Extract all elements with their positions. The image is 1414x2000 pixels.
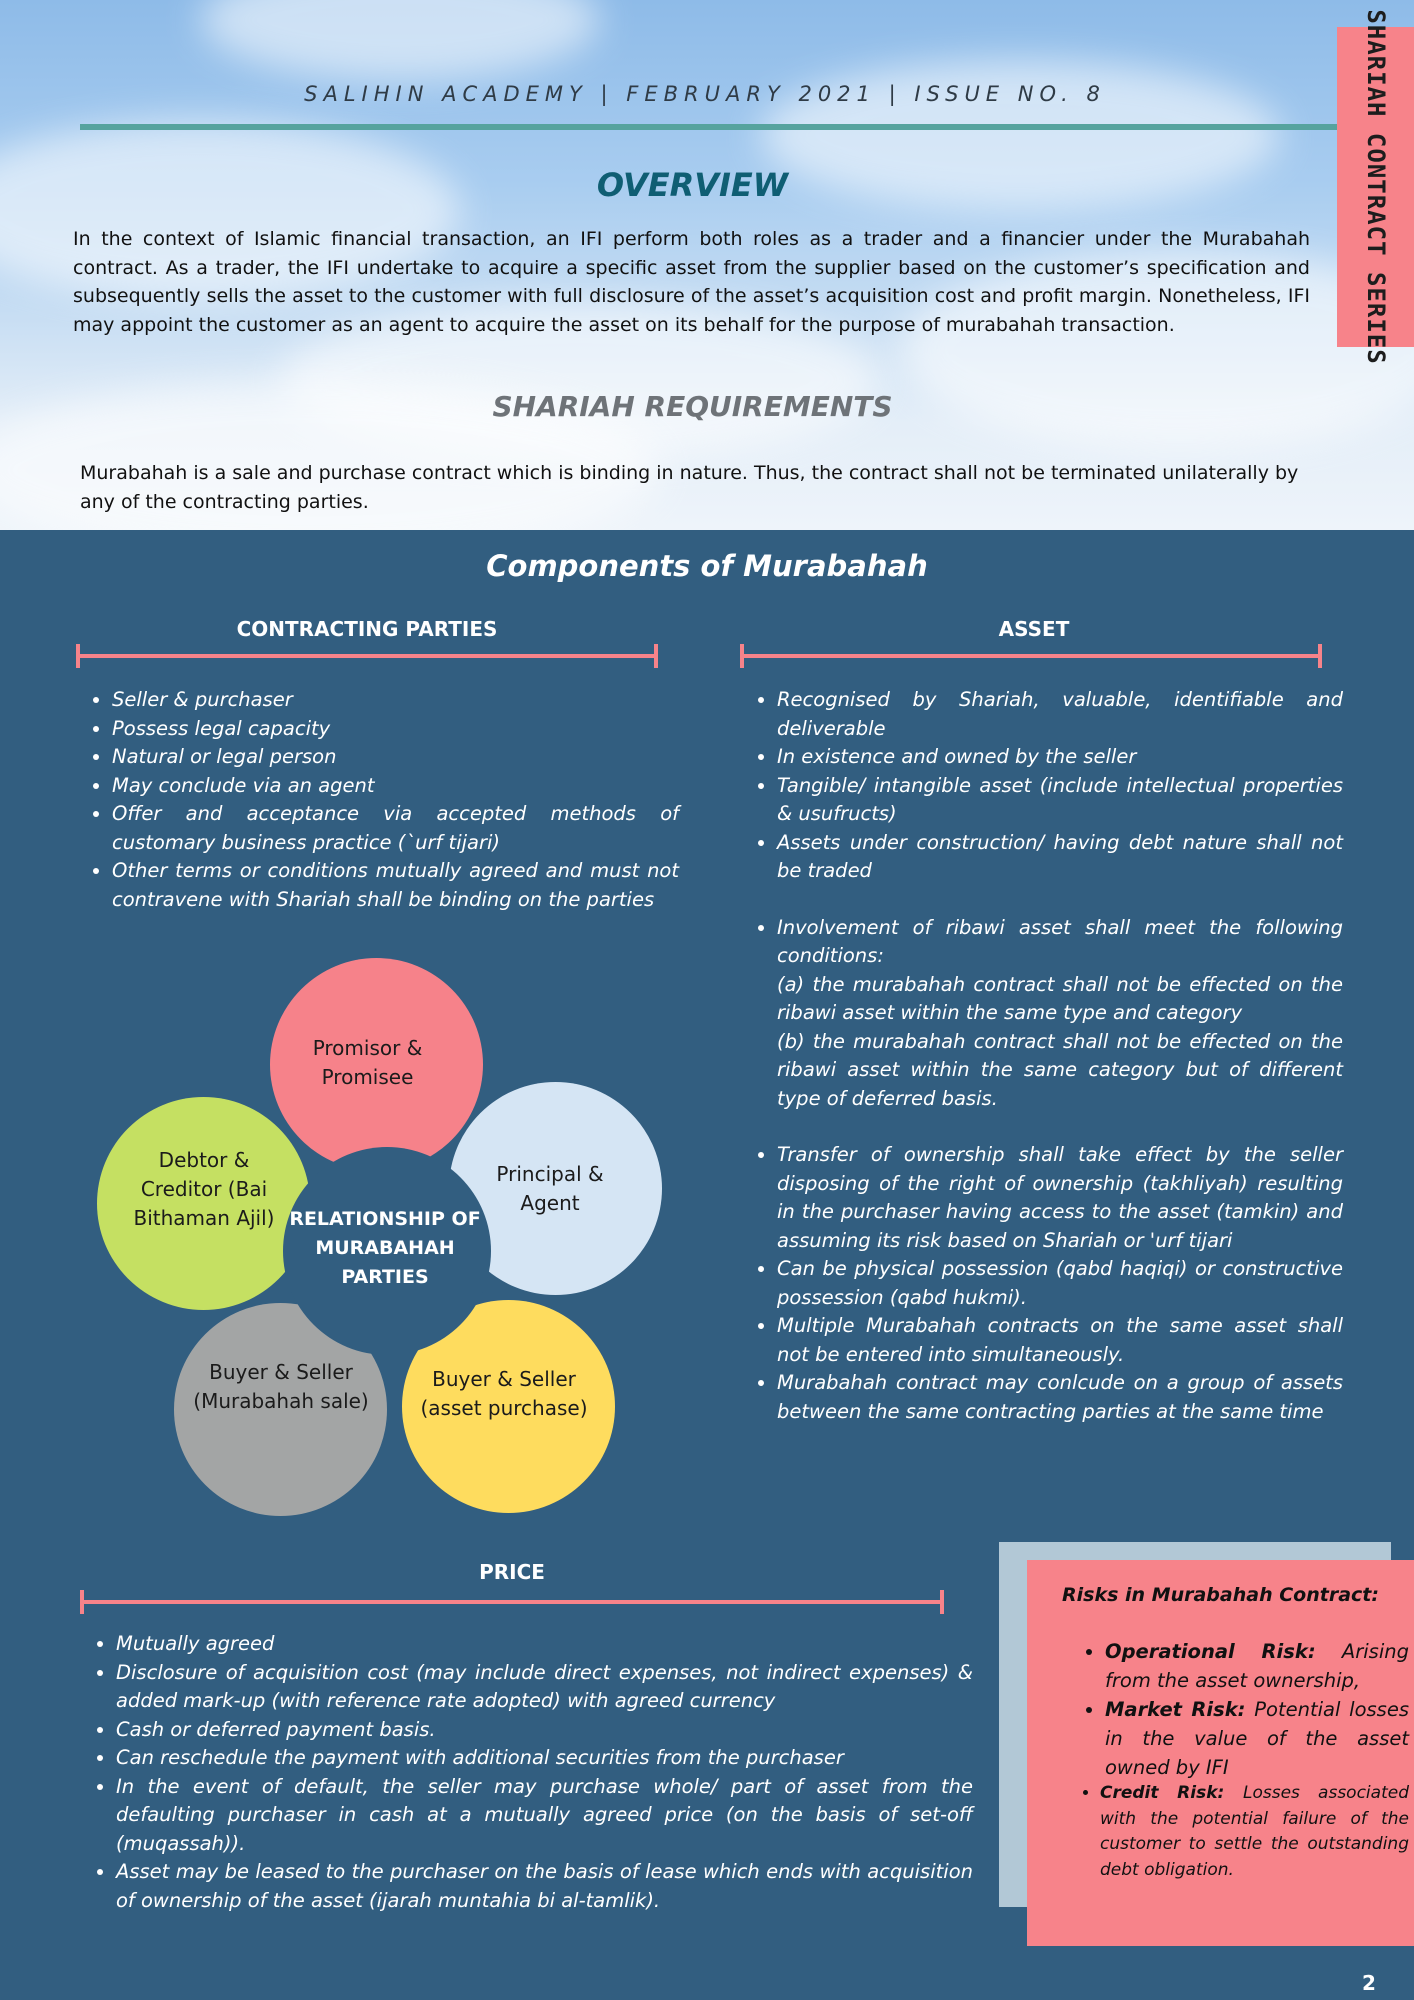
issue-line: SALIHIN ACADEMY | FEBRUARY 2021 | ISSUE … <box>304 82 1106 106</box>
list-item: Assets under construction/ having debt n… <box>777 829 1343 886</box>
ribawi-condition-b: (b) the murabahah contract shall not be … <box>777 1029 1343 1110</box>
list-item: Can be physical possession (qabd haqiqi)… <box>777 1255 1343 1312</box>
list-item: In existence and owned by the seller <box>777 743 1343 772</box>
relationship-center <box>283 1147 491 1355</box>
overview-title: OVERVIEW <box>596 166 789 204</box>
risk-text: Arising from the asset ownership, <box>1105 1640 1409 1692</box>
list-item: Transfer of ownership shall take effect … <box>777 1141 1343 1255</box>
risks-list-credit: Credit Risk: Losses associated with the … <box>1070 1781 1409 1883</box>
risk-text: Losses associated with the potential fai… <box>1100 1783 1409 1880</box>
asset-list: Recognised by Shariah, valuable, identif… <box>746 686 1343 1426</box>
list-item: In the event of default, the seller may … <box>116 1773 973 1859</box>
list-item: Natural or legal person <box>112 743 679 772</box>
price-title: PRICE <box>479 1560 545 1584</box>
components-title: Components of Murabahah <box>486 549 928 583</box>
price-list: Mutually agreed Disclosure of acquisitio… <box>85 1630 973 1915</box>
contracting-parties-title: CONTRACTING PARTIES <box>236 617 498 641</box>
ribawi-intro: Involvement of ribawi asset shall meet t… <box>777 915 1343 968</box>
risk-text: Potential losses in the value of the ass… <box>1105 1698 1409 1779</box>
promisor-petal <box>270 958 483 1171</box>
risk-label: Market Risk: <box>1105 1698 1246 1721</box>
list-item: Recognised by Shariah, valuable, identif… <box>777 686 1343 743</box>
sky-background <box>0 0 1414 530</box>
series-tab: SHARIAH CONTRACT SERIES <box>1337 9 1414 365</box>
ribawi-condition-a: (a) the murabahah contract shall not be … <box>777 972 1343 1025</box>
list-item: Can reschedule the payment with addition… <box>116 1744 973 1773</box>
list-item: Possess legal capacity <box>112 715 679 744</box>
list-item: Disclosure of acquisition cost (may incl… <box>116 1659 973 1716</box>
list-item: Cash or deferred payment basis. <box>116 1716 973 1745</box>
contracting-parties-bar <box>76 644 658 668</box>
header-divider <box>80 124 1340 130</box>
list-item: Seller & purchaser <box>112 686 679 715</box>
asset-bar <box>740 644 1322 668</box>
risk-label: Credit Risk: <box>1100 1783 1243 1803</box>
list-item: Other terms or conditions mutually agree… <box>112 857 679 914</box>
risks-list: Operational Risk: Arising from the asset… <box>1075 1637 1409 1782</box>
list-item: Asset may be leased to the purchaser on … <box>116 1858 973 1915</box>
overview-text: In the context of Islamic financial tran… <box>73 228 1310 336</box>
shariah-requirements-text: Murabahah is a sale and purchase contrac… <box>80 462 1299 513</box>
risk-item-credit: Credit Risk: Losses associated with the … <box>1100 1781 1409 1883</box>
relationship-center-label: RELATIONSHIP OF MURABAHAH PARTIES <box>289 1208 481 1288</box>
list-item: May conclude via an agent <box>112 772 679 801</box>
buyer-murabahah-label: Buyer & Seller (Murabahah sale) <box>193 1360 369 1413</box>
page-number: 2 <box>1362 1971 1376 1995</box>
asset-title: ASSET <box>998 617 1070 641</box>
list-item: Murabahah contract may conlcude on a gro… <box>777 1369 1343 1426</box>
debtor-label: Debtor & Creditor (Bai Bithaman Ajil) <box>133 1148 275 1230</box>
buyer-asset-label: Buyer & Seller (asset purchase) <box>420 1367 588 1420</box>
list-item: Offer and acceptance via accepted method… <box>112 800 679 857</box>
risks-title: Risks in Murabahah Contract: <box>1062 1584 1379 1606</box>
contracting-parties-list: Seller & purchaser Possess legal capacit… <box>81 686 679 914</box>
list-item: Tangible/ intangible asset (include inte… <box>777 772 1343 829</box>
list-item: Mutually agreed <box>116 1630 973 1659</box>
principal-label: Principal & Agent <box>496 1162 604 1215</box>
promisor-label: Promisor & Promisee <box>312 1036 423 1089</box>
risk-item-market: Market Risk: Potential losses in the val… <box>1105 1695 1409 1782</box>
risk-label: Operational Risk: <box>1105 1640 1316 1663</box>
list-item: Multiple Murabahah contracts on the same… <box>777 1312 1343 1369</box>
list-item: Involvement of ribawi asset shall meet t… <box>777 914 1343 1114</box>
price-bar <box>80 1590 944 1614</box>
risk-item-operational: Operational Risk: Arising from the asset… <box>1105 1637 1409 1695</box>
risks-box <box>1027 1560 1414 1946</box>
shariah-requirements-title: SHARIAH REQUIREMENTS <box>492 390 893 423</box>
debtor-petal <box>97 1097 310 1310</box>
